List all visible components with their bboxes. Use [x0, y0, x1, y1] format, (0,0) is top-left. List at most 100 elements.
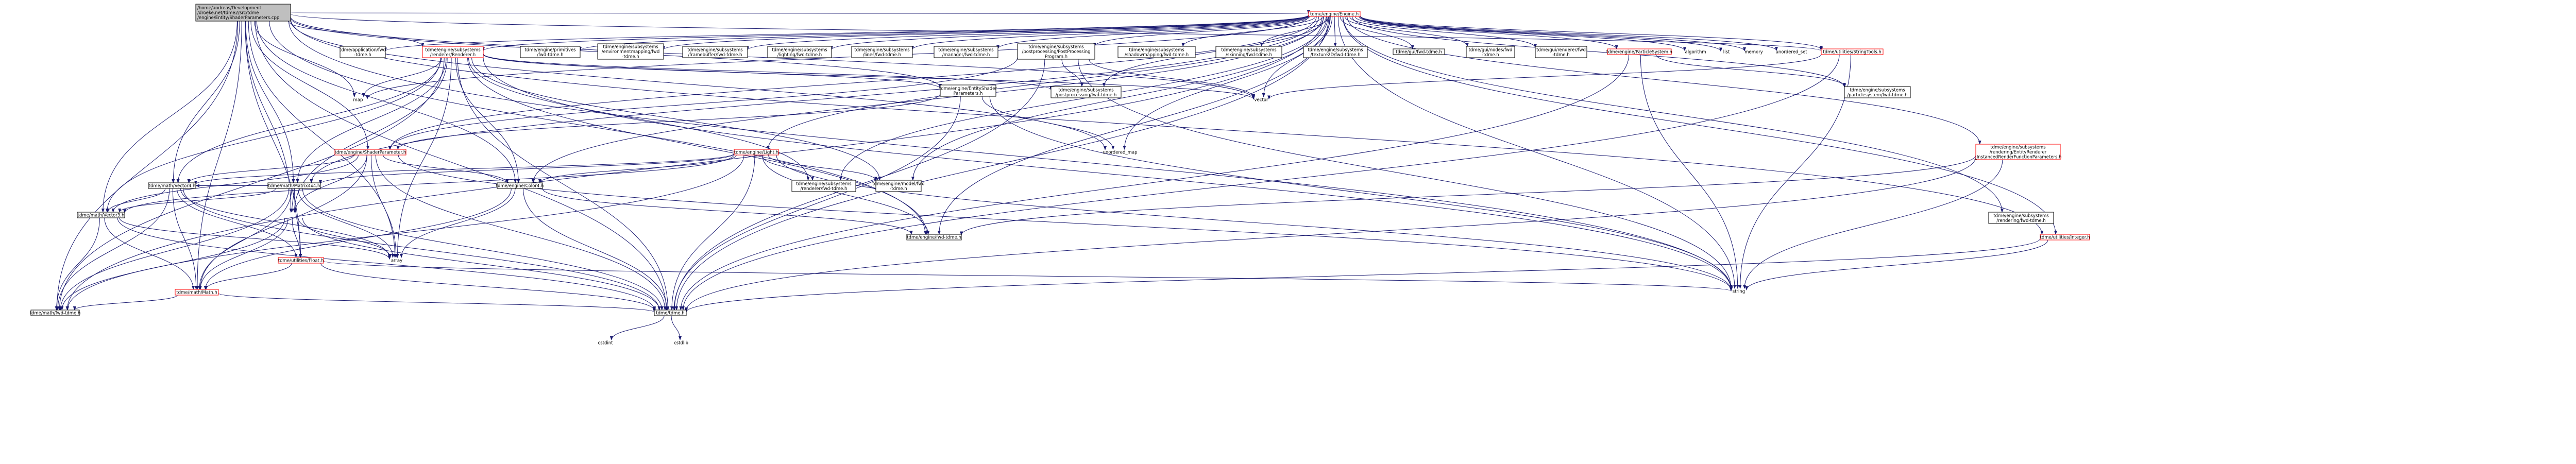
node-instancedparams[interactable]: tdme/engine/subsystems/rendering/EntityR…	[1974, 144, 2062, 160]
node-renderer[interactable]: tdme/engine/subsystems/renderer/Renderer…	[422, 46, 484, 58]
node-guirendererfwd[interactable]: tdme/gui/renderer/fwd-tdme.h	[1535, 46, 1587, 58]
node-vector4[interactable]: tdme/math/Vector4.h	[148, 182, 196, 189]
node-appfwd[interactable]: tdme/application/fwd-tdme.h	[340, 46, 386, 58]
edge-shaderparameter-to-array	[370, 154, 398, 258]
node-enginefwd[interactable]: tdme/engine/fwd-tdme.h	[906, 234, 962, 240]
edge-engine-to-vector	[1262, 16, 1333, 97]
edge-stringtools-to-vector	[1267, 54, 1822, 100]
edge-engine-to-unordered_map	[1123, 16, 1331, 150]
node-string[interactable]: string	[1733, 289, 1745, 295]
edge-root-to-vector3	[101, 21, 238, 213]
edge-tdmeh-to-cstdint	[609, 315, 665, 340]
edge-ppprogram-to-string	[1078, 59, 1733, 289]
node-algorithm-label-0: algorithm	[1685, 50, 1706, 55]
node-tex2dfwd[interactable]: tdme/engine/subsystems/texture2D/fwd-tdm…	[1303, 46, 1368, 58]
node-cstdlib[interactable]: cstdlib	[674, 341, 688, 346]
node-rendererfwd[interactable]: tdme/engine/subsystems/renderer/fwd-tdme…	[791, 180, 856, 192]
node-lightfwd[interactable]: tdme/engine/subsystems/lighting/fwd-tdme…	[767, 46, 832, 58]
node-framebuffwd-label-0: tdme/engine/subsystems	[687, 47, 743, 53]
edge-root-to-stringtools	[290, 13, 1823, 52]
edge-engine-to-color4	[532, 16, 1323, 183]
node-ppprogram[interactable]: tdme/engine/subsystems/postprocessing/Po…	[1017, 43, 1095, 60]
node-integer-label-0: tdme/utilities/Integer.h	[2040, 235, 2090, 240]
node-vector[interactable]: vector	[1255, 98, 1268, 103]
edge-engine-to-map	[366, 16, 1309, 99]
node-unordered_map[interactable]: unordered_map	[1103, 150, 1137, 156]
node-guifwd[interactable]: tdme/gui/fwd-tdme.h	[1393, 48, 1445, 55]
node-particlesystem[interactable]: tdme/engine/ParticleSystem.h	[1606, 48, 1672, 55]
node-entityshaderparams-label-1: Parameters.h	[954, 91, 983, 96]
node-particlesfwd-label-0: tdme/engine/subsystems	[1850, 88, 1905, 93]
node-guinodesfwd-label-1: -tdme.h	[1482, 53, 1499, 58]
node-root-label-1: /droeke.net/tdme2/src/tdme	[197, 11, 259, 16]
node-integer[interactable]: tdme/utilities/Integer.h	[2040, 234, 2090, 240]
node-map[interactable]: map	[353, 98, 363, 103]
edge-engine-to-framebuffwd	[746, 15, 1309, 51]
node-guirendererfwd-label-0: tdme/gui/renderer/fwd	[1536, 47, 1586, 53]
node-renderingfwd-label-1: /rendering/fwd-tdme.h	[1996, 218, 2046, 224]
node-skinfwd-label-0: tdme/engine/subsystems	[1221, 47, 1277, 53]
node-cstdint[interactable]: cstdint	[598, 341, 614, 346]
node-list[interactable]: list	[1723, 50, 1730, 55]
node-vector3-label-0: tdme/math/Vector3.h	[78, 213, 125, 218]
node-skinfwd-box	[1215, 46, 1282, 58]
edge-engine-to-lightfwd	[830, 15, 1309, 50]
edge-stringtools-to-string	[1738, 54, 1851, 289]
edge-light-to-matrix4x4	[319, 153, 735, 184]
node-color4-label-0: tdme/engine/Color4.h	[496, 184, 544, 189]
node-array[interactable]: array	[391, 259, 402, 264]
node-shadowfwd-label-1: /shadowmapping/fwd-tdme.h	[1125, 53, 1189, 58]
node-lightfwd-label-1: /lighting/fwd-tdme.h	[777, 53, 822, 58]
edge-particlesystem-to-string	[1640, 54, 1739, 289]
edge-particlesystem-to-particlesfwd	[1655, 54, 1846, 88]
node-ppfwd[interactable]: tdme/engine/subsystems/postprocessing/fw…	[1050, 86, 1122, 98]
node-primfwd[interactable]: tdme/engine/primitives/fwd-tdme.h	[520, 46, 581, 58]
node-guinodesfwd[interactable]: tdme/gui/nodes/fwd-tdme.h	[1466, 46, 1515, 58]
node-modelfwd[interactable]: tdme/engine/model/fwd-tdme.h	[872, 180, 925, 192]
node-managerfwd[interactable]: tdme/engine/subsystems/manager/fwd-tdme.…	[934, 46, 998, 58]
edge-renderer-to-vector	[483, 54, 1255, 100]
node-envmapfwd[interactable]: tdme/engine/subsystems/environmentmappin…	[597, 43, 664, 60]
node-light[interactable]: tdme/engine/Light.h	[734, 149, 779, 156]
node-renderingfwd[interactable]: tdme/engine/subsystems/rendering/fwd-tdm…	[1988, 212, 2054, 224]
node-mathfwd[interactable]: tdme/math/fwd-tdme.h	[30, 310, 81, 316]
edge-root-to-tdmeh	[255, 21, 668, 311]
edge-renderer-to-vector3	[105, 57, 441, 213]
node-skinfwd[interactable]: tdme/engine/subsystems/skinning/fwd-tdme…	[1215, 46, 1282, 58]
node-shaderparameter[interactable]: tdme/engine/ShaderParameter.h	[334, 149, 406, 156]
file-nodes: /home/andreas/Development/droeke.net/tdm…	[30, 4, 2090, 346]
edge-matrix4x4-to-array	[298, 188, 395, 258]
node-stringtools[interactable]: tdme/utilities/StringTools.h	[1821, 48, 1884, 55]
node-tdmeh[interactable]: tdme/tdme.h	[654, 310, 687, 316]
edge-math-to-tdmeh	[218, 293, 656, 313]
edge-renderer-to-entityshaderparams	[483, 54, 942, 89]
edge-vector2-to-floatu	[292, 217, 302, 258]
node-root[interactable]: /home/andreas/Development/droeke.net/tdm…	[195, 4, 291, 22]
node-math[interactable]: tdme/math/Math.h	[175, 289, 219, 296]
node-appfwd-label-0: tdme/application/fwd	[340, 47, 386, 53]
edge-integer-to-string	[1745, 239, 2048, 291]
node-framebuffwd-label-1: /framebuffer/fwd-tdme.h	[688, 53, 742, 58]
node-envmapfwd-box	[597, 43, 664, 60]
edge-engine-to-light	[767, 16, 1324, 150]
node-linesfwd[interactable]: tdme/engine/subsystems/lines/fwd-tdme.h	[851, 46, 913, 58]
node-color4[interactable]: tdme/engine/Color4.h	[496, 182, 544, 189]
node-engine[interactable]: tdme/engine/Engine.h	[1308, 11, 1361, 17]
node-engine-box	[1308, 11, 1361, 17]
node-floatu[interactable]: tdme/utilities/Float.h	[278, 257, 324, 264]
node-unordered_set[interactable]: unordered_set	[1775, 50, 1807, 55]
edge-engine-to-ppfwd	[1102, 16, 1327, 87]
edge-vector3-to-array	[119, 217, 391, 260]
edge-light-to-mathfwd	[66, 154, 744, 311]
node-shadowfwd[interactable]: tdme/engine/subsystems/shadowmapping/fwd…	[1117, 46, 1196, 58]
node-algorithm[interactable]: algorithm	[1685, 50, 1706, 55]
node-particlesfwd[interactable]: tdme/engine/subsystems/particlesystem/fw…	[1844, 86, 1911, 98]
node-primfwd-box	[520, 46, 581, 58]
node-memory[interactable]: memory	[1744, 50, 1763, 55]
node-ppprogram-label-2: Program.h	[1045, 55, 1067, 60]
edge-renderer-to-tdmeh	[457, 57, 670, 311]
node-matrix4x4[interactable]: tdme/math/Matrix4x4.h	[267, 182, 321, 189]
node-vector3[interactable]: tdme/math/Vector3.h	[77, 212, 125, 218]
node-framebuffwd[interactable]: tdme/engine/subsystems/framebuffer/fwd-t…	[682, 46, 748, 58]
